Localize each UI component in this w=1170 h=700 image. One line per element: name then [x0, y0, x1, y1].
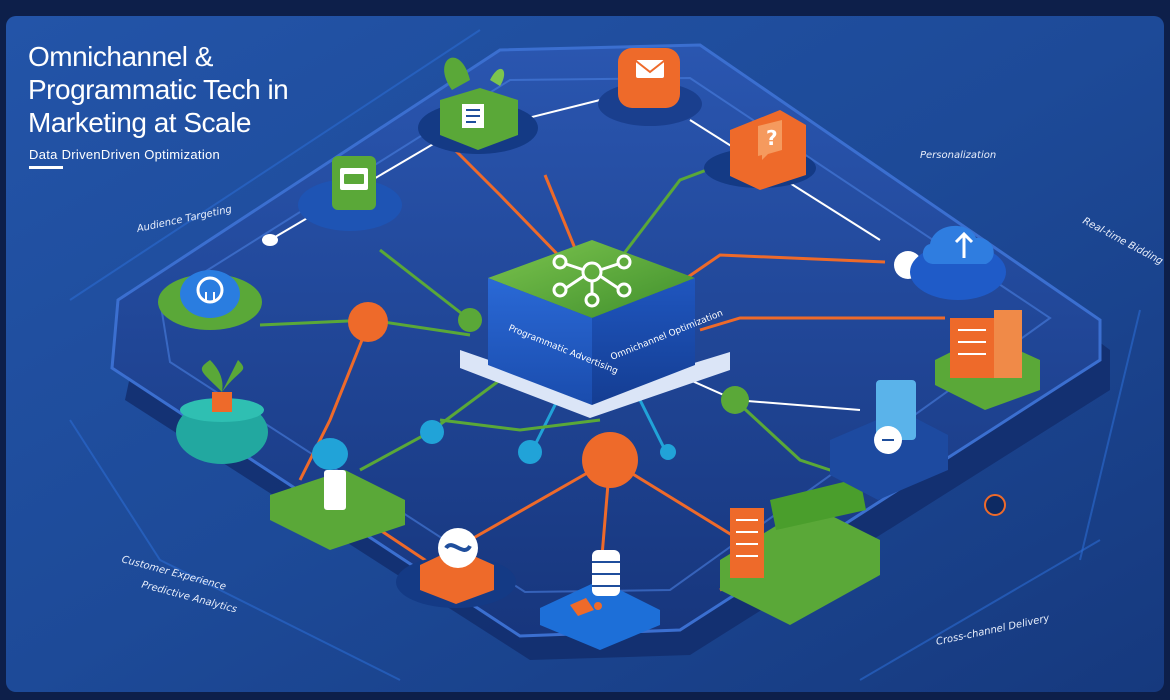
connector-dot-cyan-3	[660, 444, 676, 460]
subtitle-underline	[29, 166, 63, 169]
email-node	[598, 48, 702, 126]
link-top-left	[379, 248, 471, 322]
social-node	[418, 57, 538, 154]
database-icon	[592, 550, 620, 596]
svg-text:?: ?	[766, 126, 778, 150]
hub-left-face	[488, 278, 592, 405]
title-line-1: Omnichannel &	[28, 41, 213, 72]
connector-dot-ring	[984, 494, 1006, 516]
connector-dot-green-1	[721, 386, 749, 414]
social-icon	[462, 104, 484, 128]
mobile-node	[158, 270, 262, 330]
title-line-3: Marketing at Scale	[28, 107, 251, 138]
link-hub-cyan	[638, 399, 667, 451]
hub-left-label: Programmatic Advertising	[507, 324, 619, 377]
cloud-node	[910, 225, 1006, 300]
link-left-mid	[298, 319, 372, 481]
connector-dot-orange-1	[348, 302, 388, 342]
tablet-node	[298, 156, 402, 231]
plant-icon	[201, 360, 244, 392]
title-line-2: Programmatic Tech in	[28, 74, 289, 105]
analytics-node	[720, 478, 880, 625]
chat-icon: ?	[758, 120, 782, 160]
storefront-icon	[324, 470, 346, 510]
connector-dot-orange-2	[582, 432, 638, 488]
hub-top-face	[488, 240, 695, 318]
connector-dots	[348, 251, 1006, 516]
cloud-upload-icon	[954, 231, 974, 258]
central-hub	[460, 240, 730, 418]
store-node	[935, 310, 1040, 410]
email-icon	[635, 60, 665, 78]
chat-node: ?	[704, 110, 816, 190]
subtitle: Data DrivenDriven Optimization	[29, 147, 221, 162]
network-hub-icon	[552, 254, 632, 308]
hub-right-face	[592, 278, 695, 405]
plant-pot-icon	[212, 392, 232, 412]
storefront-node	[270, 438, 405, 550]
plant-node	[176, 360, 268, 464]
database-node	[540, 550, 660, 650]
storefront-icon-bg	[312, 438, 348, 470]
store-icon	[958, 329, 986, 355]
page-title: Omnichannel & Programmatic Tech in Marke…	[28, 40, 289, 139]
link-mid-green	[439, 418, 601, 432]
connector-dot-cyan-2	[518, 440, 542, 464]
connector-dot-green-2	[458, 308, 482, 332]
leaf-icon-2	[490, 68, 505, 86]
leaf-icon	[444, 57, 470, 90]
link-hub-store	[699, 316, 945, 332]
mobile-icon	[196, 276, 224, 304]
connector-dot-cyan-1	[420, 420, 444, 444]
campaign-node	[396, 528, 516, 608]
dashboard-node	[830, 380, 948, 500]
left-rim-node	[262, 234, 278, 246]
hub-base	[460, 350, 730, 418]
hub-right-label: Omnichannel Optimization	[609, 309, 724, 363]
dashboard-icon	[876, 380, 916, 440]
annotation-top-right: Personalization	[920, 150, 997, 161]
